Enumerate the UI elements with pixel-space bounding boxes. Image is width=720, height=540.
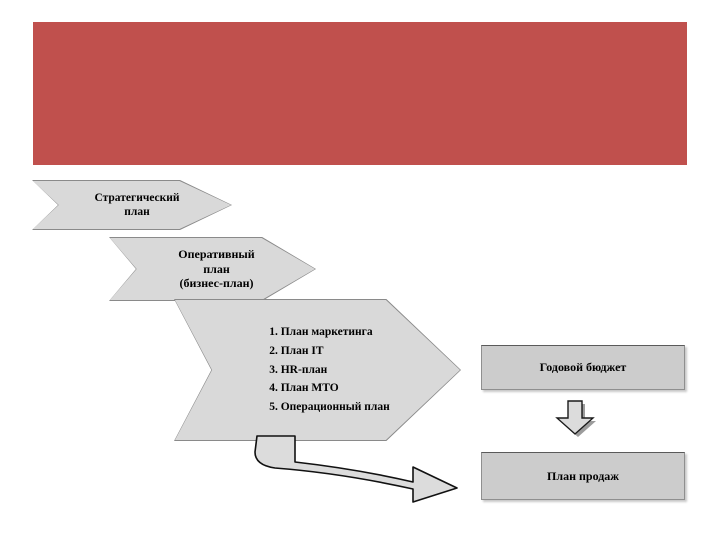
functional-plans-list: 1. План маркетинга 2. План IT 3. HR-план… [245,323,390,416]
down-arrow-icon [551,398,597,438]
list-item: 4. План МТО [269,382,339,395]
list-item: 1. План маркетинга [269,326,373,339]
curved-right-arrow-icon [243,434,465,504]
annual-budget-box[interactable]: Годовой бюджет [481,345,685,390]
operational-plan-arrow[interactable]: Оперативный план (бизнес-план) [110,238,315,300]
sales-plan-label: План продаж [547,468,619,483]
strategic-plan-arrow[interactable]: Стратегический план [33,181,231,229]
operational-plan-arrow-label: Оперативный план (бизнес-план) [178,247,255,291]
list-item: 3. HR-план [269,363,328,376]
title-banner-text [33,22,687,42]
list-item: 5. Операционный план [269,400,390,413]
sales-plan-box[interactable]: План продаж [481,452,685,500]
annual-budget-label: Годовой бюджет [539,360,627,374]
strategic-plan-arrow-label: Стратегический план [94,191,180,218]
functional-plans-arrow[interactable]: 1. План маркетинга 2. План IT 3. HR-план… [175,300,460,440]
title-banner [33,22,687,165]
list-item: 2. План IT [269,345,324,358]
